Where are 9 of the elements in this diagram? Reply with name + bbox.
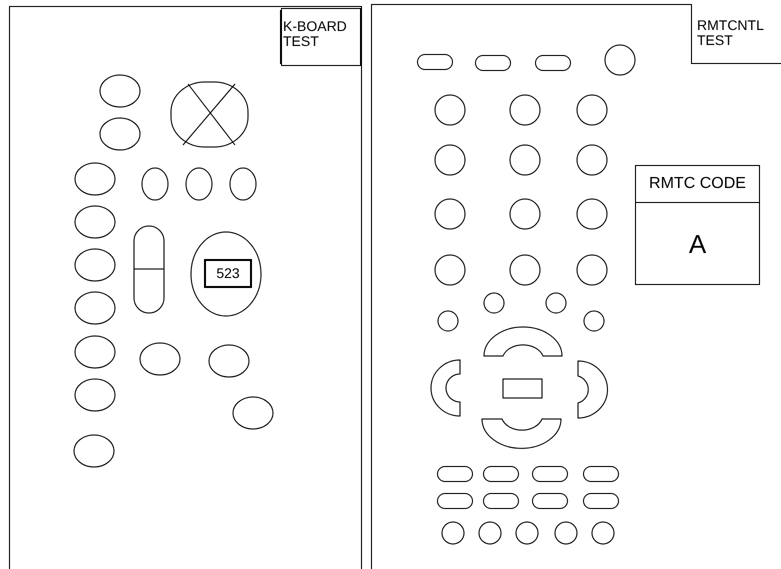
code-display: 523 <box>215 266 241 282</box>
code-panel <box>635 165 760 285</box>
label-box <box>691 4 781 64</box>
heading: RMTC CODE <box>636 166 759 203</box>
remote-title: RMTCNTL TEST <box>697 18 764 49</box>
label-box <box>204 259 252 288</box>
label-box <box>281 8 361 66</box>
code-letter: A <box>688 228 708 261</box>
board-title: K-BOARD TEST <box>283 19 348 50</box>
